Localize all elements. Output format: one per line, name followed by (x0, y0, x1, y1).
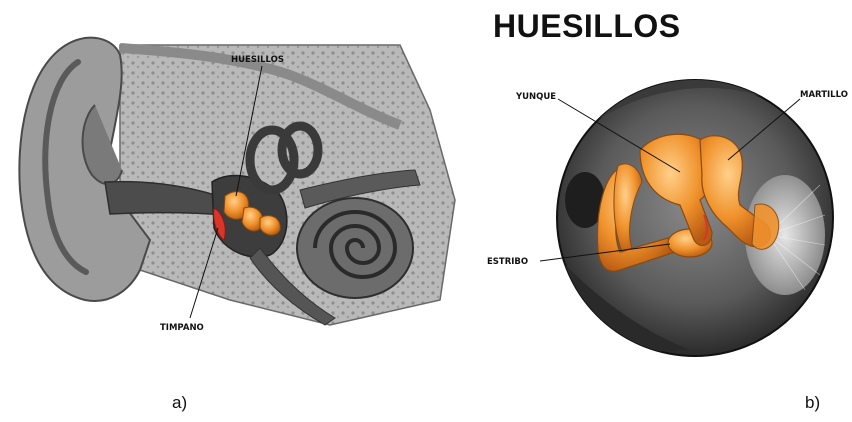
label-huesillos: HUESILLOS (231, 55, 284, 65)
caption-panel-b: b) (805, 393, 820, 413)
caption-panel-a: a) (172, 393, 187, 413)
panel-b-ossicles-closeup: YUNQUE MARTILLO ESTRIBO (487, 80, 848, 356)
panel-a-ear-cross-section: HUESILLOS TIMPANO (19, 38, 455, 333)
label-estribo: ESTRIBO (487, 257, 528, 267)
cochlea (297, 198, 413, 298)
figure-title: HUESILLOS (493, 8, 681, 45)
label-martillo: MARTILLO (800, 90, 848, 100)
label-yunque: YUNQUE (515, 92, 556, 102)
label-timpano: TIMPANO (160, 323, 204, 333)
